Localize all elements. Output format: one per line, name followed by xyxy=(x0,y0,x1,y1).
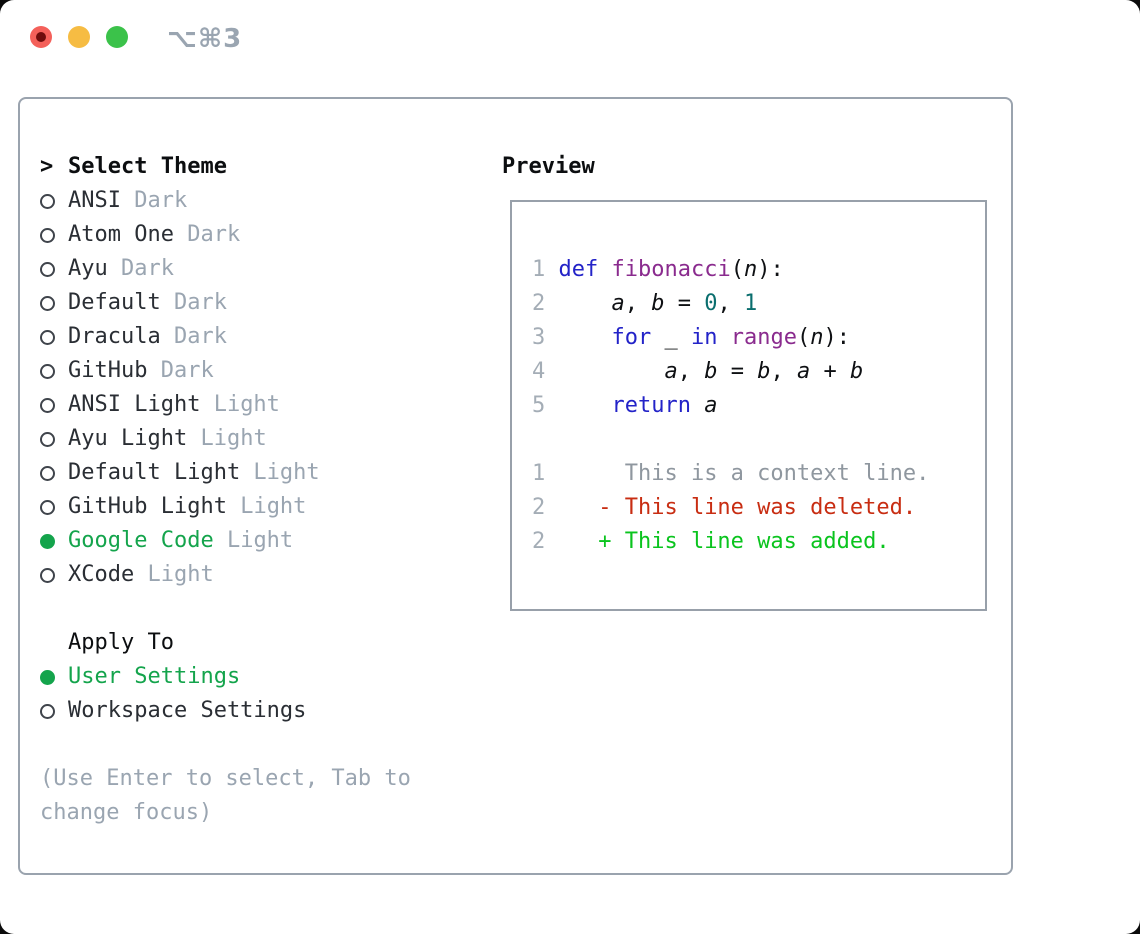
code-line-4: 4 a, b = b, a + b xyxy=(532,359,864,384)
radio-unselected-icon xyxy=(40,295,68,311)
line-number: 2 xyxy=(532,495,546,520)
theme-option-github[interactable]: GitHub Dark xyxy=(40,354,320,388)
option-label: GitHub xyxy=(68,358,148,383)
close-button[interactable] xyxy=(30,26,52,48)
theme-list-title: Select Theme xyxy=(68,154,227,179)
code-line-5: 5 return a xyxy=(532,393,718,418)
help-hint-text: (Use Enter to select, Tab to change focu… xyxy=(40,766,425,825)
option-variant-tag: Light xyxy=(240,460,320,485)
code-line-3: 3 for _ in range(n): xyxy=(532,325,850,350)
option-label: ANSI xyxy=(68,188,121,213)
option-label: Atom One xyxy=(68,222,174,247)
line-number: 2 xyxy=(532,291,559,316)
line-number: 5 xyxy=(532,393,559,418)
apply-option-workspace-settings[interactable]: Workspace Settings xyxy=(40,694,306,728)
code-preview: 1 def fibonacci(n): 2 a, b = 0, 1 3 for _ … xyxy=(532,253,929,559)
radio-unselected-icon xyxy=(40,703,68,719)
theme-option-ansi-light[interactable]: ANSI Light Light xyxy=(40,388,320,422)
option-label: Default Light xyxy=(68,460,241,485)
radio-unselected-icon xyxy=(40,193,68,209)
apply-option-user-settings[interactable]: User Settings xyxy=(40,660,306,694)
theme-option-ayu-light[interactable]: Ayu Light Light xyxy=(40,422,320,456)
zoom-button[interactable] xyxy=(106,26,128,48)
minimize-button[interactable] xyxy=(68,26,90,48)
option-label: XCode xyxy=(68,562,135,587)
title-bar: ⌥⌘3 xyxy=(0,0,1140,75)
code-line-1: 1 def fibonacci(n): xyxy=(532,257,784,282)
theme-option-dracula[interactable]: Dracula Dark xyxy=(40,320,320,354)
option-label: ANSI Light xyxy=(68,392,201,417)
diff-line-added: 2 + This line was added. xyxy=(532,529,890,554)
theme-list-header: > Select Theme xyxy=(40,150,320,184)
theme-option-default-light[interactable]: Default Light Light xyxy=(40,456,320,490)
line-number: 3 xyxy=(532,325,559,350)
theme-option-xcode[interactable]: XCode Light xyxy=(40,558,320,592)
theme-option-ansi[interactable]: ANSI Dark xyxy=(40,184,320,218)
option-label: Ayu Light xyxy=(68,426,188,451)
radio-unselected-icon xyxy=(40,363,68,379)
cursor-slot: > xyxy=(40,150,68,184)
diff-line-context: 1 This is a context line. xyxy=(532,461,930,486)
option-label: Workspace Settings xyxy=(68,698,307,723)
line-number: 2 xyxy=(532,529,546,554)
theme-option-ayu[interactable]: Ayu Dark xyxy=(40,252,320,286)
radio-unselected-icon xyxy=(40,431,68,447)
option-label: Dracula xyxy=(68,324,161,349)
theme-option-google-code[interactable]: Google Code Light xyxy=(40,524,320,558)
option-variant-tag: Light xyxy=(134,562,214,587)
line-number: 1 xyxy=(532,461,546,486)
option-variant-tag: Light xyxy=(213,528,294,553)
theme-option-default[interactable]: Default Dark xyxy=(40,286,320,320)
option-label: Google Code xyxy=(68,528,214,553)
option-label: Default xyxy=(68,290,161,315)
option-variant-tag: Light xyxy=(187,426,267,451)
radio-unselected-icon xyxy=(40,261,68,277)
radio-unselected-icon xyxy=(40,567,68,583)
option-variant-tag: Light xyxy=(200,392,280,417)
option-variant-tag: Dark xyxy=(173,222,241,247)
option-label: GitHub Light xyxy=(68,494,227,519)
radio-selected-icon xyxy=(40,669,68,685)
apply-to-title: Apply To xyxy=(68,630,174,655)
radio-unselected-icon xyxy=(40,329,68,345)
line-number: 1 xyxy=(532,257,559,282)
option-variant-tag: Dark xyxy=(160,290,227,315)
option-variant-tag: Dark xyxy=(160,324,227,349)
radio-unselected-icon xyxy=(40,499,68,515)
option-variant-tag: Dark xyxy=(147,358,214,383)
preview-pane: 1 def fibonacci(n): 2 a, b = 0, 1 3 for _ … xyxy=(510,200,987,611)
option-variant-tag: Dark xyxy=(120,188,188,213)
radio-selected-icon xyxy=(40,533,68,549)
option-label: Ayu xyxy=(68,256,108,281)
line-number: 4 xyxy=(532,359,559,384)
radio-unselected-icon xyxy=(40,465,68,481)
option-variant-tag: Dark xyxy=(107,256,174,281)
option-variant-tag: Light xyxy=(226,494,307,519)
theme-option-github-light[interactable]: GitHub Light Light xyxy=(40,490,320,524)
radio-unselected-icon xyxy=(40,397,68,413)
keyboard-shortcut-label: ⌥⌘3 xyxy=(167,24,243,54)
code-line-2: 2 a, b = 0, 1 xyxy=(532,291,758,316)
diff-line-deleted: 2 - This line was deleted. xyxy=(532,495,917,520)
option-label: User Settings xyxy=(68,664,241,689)
blank-line xyxy=(532,423,929,457)
apply-to-header: Apply To xyxy=(40,626,306,660)
preview-title: Preview xyxy=(502,154,595,179)
theme-option-atom-one[interactable]: Atom One Dark xyxy=(40,218,320,252)
cursor-icon: > xyxy=(40,154,54,179)
radio-unselected-icon xyxy=(40,227,68,243)
